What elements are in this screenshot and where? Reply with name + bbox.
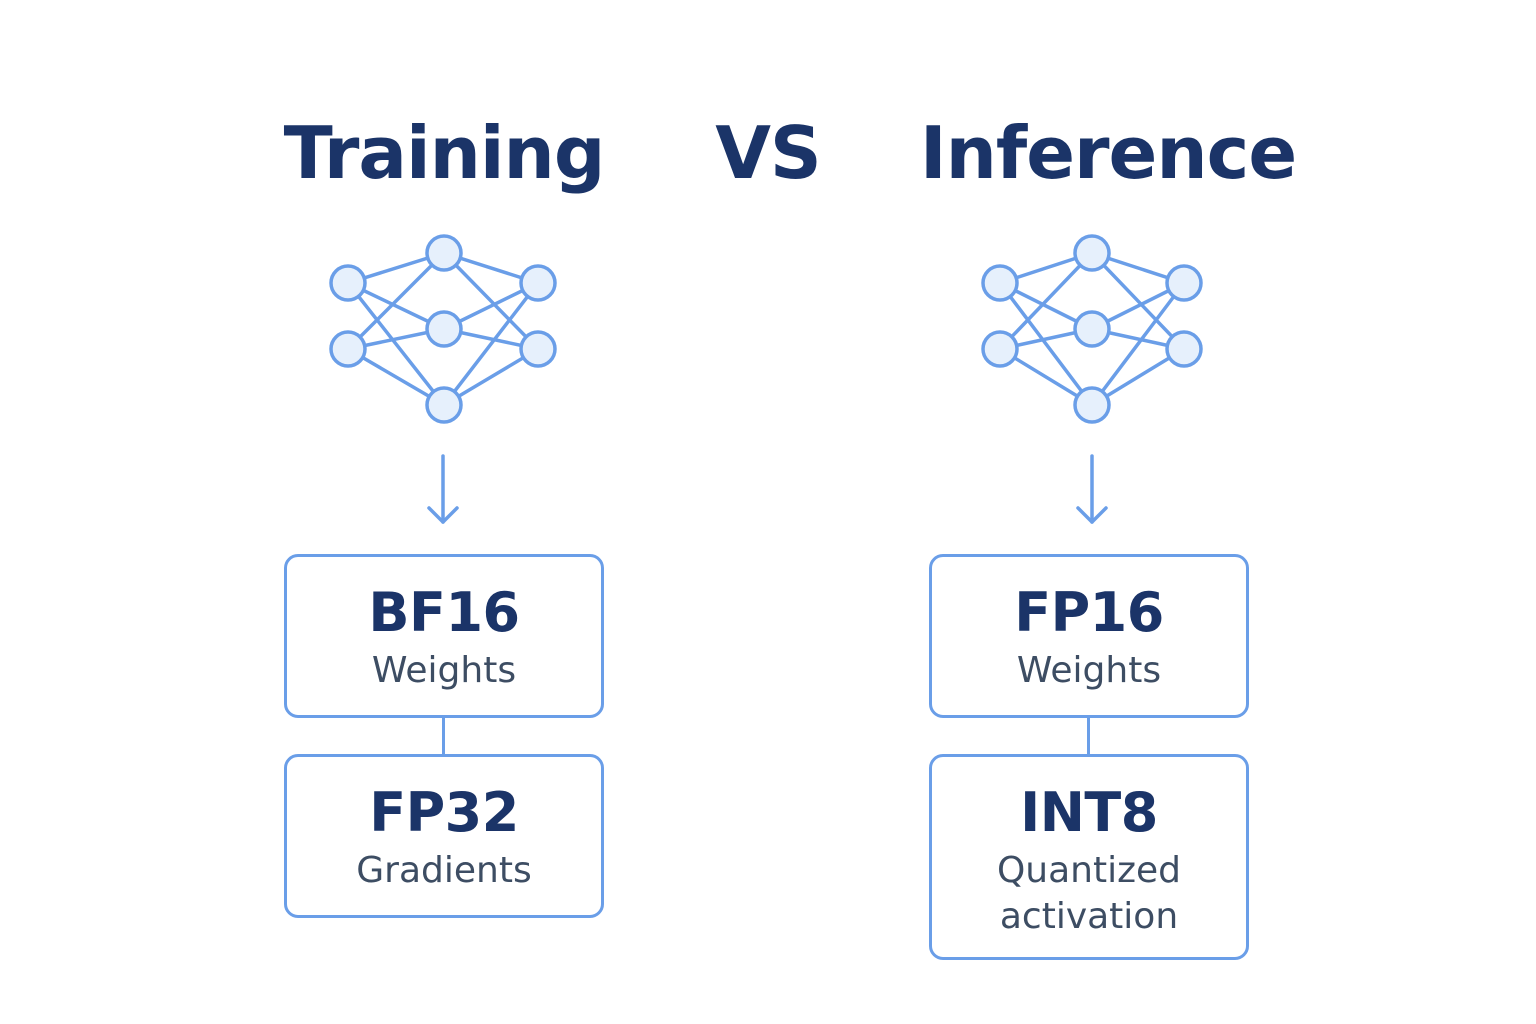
network-nodes <box>981 234 1203 424</box>
box-secondary-label: Weights <box>1016 650 1162 691</box>
fp16-weights-box: FP16 Weights <box>929 554 1249 718</box>
box-secondary-label: Gradients <box>356 850 532 891</box>
neural-network-icon <box>329 234 557 424</box>
box-primary-label: BF16 <box>368 581 520 644</box>
vs-label: VS <box>715 111 822 195</box>
box-connector <box>442 718 445 754</box>
box-primary-label: FP16 <box>1014 581 1164 644</box>
int8-quantized-activation-box: INT8 Quantized activation <box>929 754 1249 960</box>
box-primary-label: INT8 <box>1020 781 1158 844</box>
network-nodes <box>329 234 557 424</box>
box-secondary-label: Weights <box>371 650 517 691</box>
down-arrow-icon <box>427 454 459 524</box>
neural-network-icon <box>981 234 1203 424</box>
fp32-gradients-box: FP32 Gradients <box>284 754 604 918</box>
box-secondary-label: activation <box>999 896 1179 937</box>
box-connector <box>1087 718 1090 754</box>
box-secondary-label: Quantized <box>996 850 1182 891</box>
down-arrow-icon <box>1076 454 1108 524</box>
bf16-weights-box: BF16 Weights <box>284 554 604 718</box>
inference-title: Inference <box>919 111 1297 195</box>
box-primary-label: FP32 <box>369 781 519 844</box>
training-title: Training <box>283 111 606 195</box>
